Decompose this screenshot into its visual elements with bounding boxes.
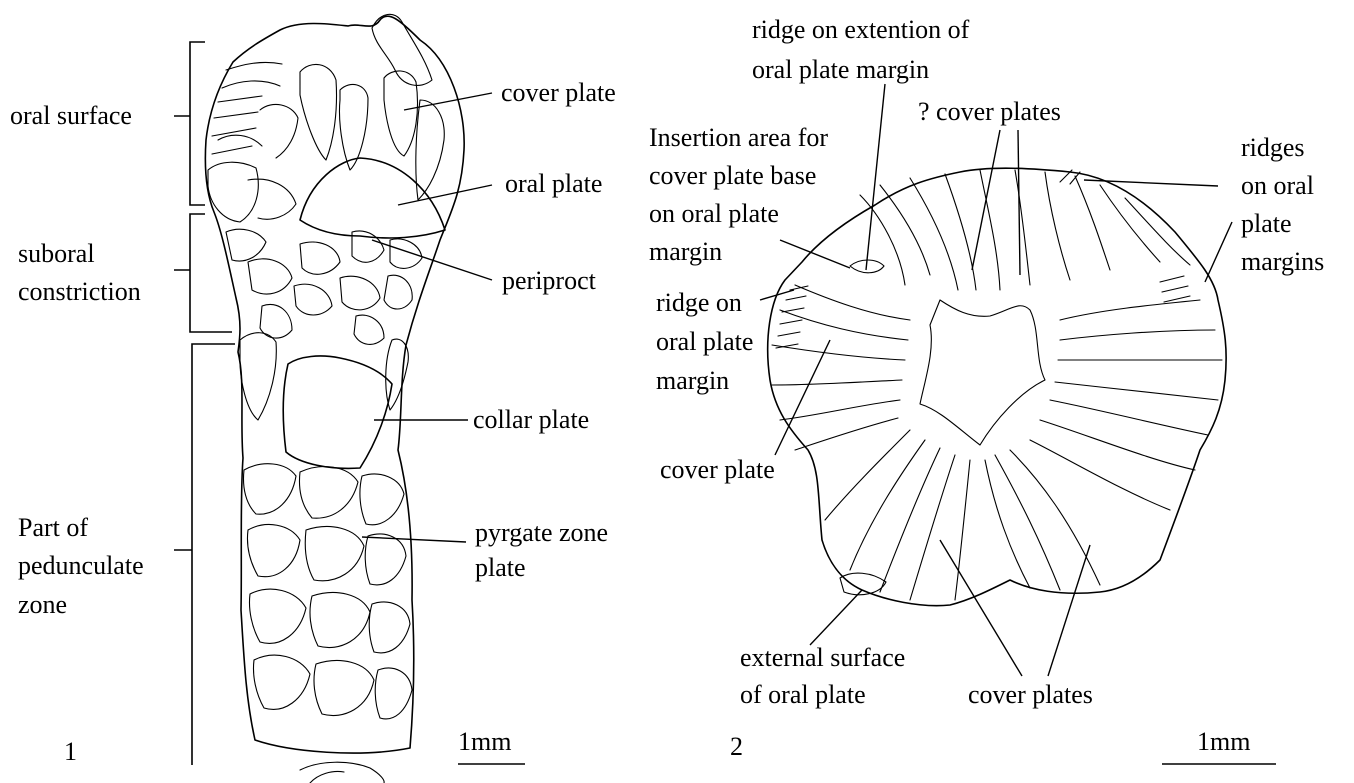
leader-insertion: [780, 240, 850, 268]
collar-plate-shape: [283, 356, 392, 468]
label-ridge-on-line2: oral plate: [656, 327, 753, 356]
label-collar-plate: collar plate: [473, 405, 589, 434]
label-ridges-line1: ridges: [1241, 133, 1305, 162]
label-suboral-line1: suboral: [18, 239, 95, 268]
label-oral-surface: oral surface: [10, 101, 132, 130]
stem-bottom-edge: [300, 762, 384, 783]
label-insertion-line2: cover plate base: [649, 161, 816, 190]
label-pedunculate-line1: Part of: [18, 513, 88, 542]
figure-1: oral surface suboral constriction Part o…: [10, 14, 616, 783]
figure-2: ridge on extention of oral plate margin …: [649, 15, 1324, 764]
label-suboral-line2: constriction: [18, 277, 141, 306]
leader-ridges-margins: [1084, 180, 1232, 282]
right-cover-plates: [1030, 300, 1222, 510]
label-insertion-line3: on oral plate: [649, 199, 779, 228]
label-insertion-line1: Insertion area for: [649, 123, 828, 152]
label-pedunculate-line3: zone: [18, 590, 67, 619]
leader-ridge-extension: [866, 84, 885, 270]
label-ridge-extension-line1: ridge on extention of: [752, 15, 970, 44]
ridge-hatching: [776, 170, 1190, 348]
leader-external-surface: [810, 590, 862, 645]
specimen-2-drawing: [768, 168, 1226, 605]
label-insertion-line4: margin: [649, 237, 722, 266]
figure-1-scale-label: 1mm: [458, 727, 511, 756]
label-external-line1: external surface: [740, 643, 905, 672]
zone-brackets: [174, 42, 235, 765]
specimen-1-drawing: [205, 14, 464, 783]
pedunculate-bracket: [174, 344, 235, 765]
label-pyrgate-line1: pyrgate zone: [475, 518, 608, 547]
label-cover-plate-2: cover plate: [660, 455, 775, 484]
specimen-2-outline: [768, 168, 1226, 605]
left-oral-plates: [208, 104, 298, 222]
label-pedunculate-line2: pedunculate: [18, 551, 144, 580]
pyrgate-plates: [244, 464, 413, 719]
leader-cover-plate-2: [775, 340, 830, 455]
leader-cover-plates-query-b: [1018, 130, 1020, 275]
label-ridges-line4: margins: [1241, 247, 1324, 276]
label-cover-plate-1: cover plate: [501, 78, 616, 107]
label-cover-plates: cover plates: [968, 680, 1093, 709]
label-ridges-line2: on oral: [1241, 171, 1314, 200]
leader-cover-plates-a: [940, 540, 1022, 676]
figure-1-number: 1: [64, 737, 77, 766]
cover-plates-fan: [212, 62, 444, 200]
leader-ridge-on: [760, 290, 794, 300]
leader-pyrgate: [362, 537, 466, 542]
label-ridge-extension-line2: oral plate margin: [752, 55, 929, 84]
oral-plate-shape: [300, 158, 445, 238]
label-periproct: periproct: [502, 266, 597, 295]
label-pyrgate-line2: plate: [475, 553, 526, 582]
figure-2-number: 2: [730, 732, 743, 761]
label-cover-plates-query: ? cover plates: [918, 97, 1061, 126]
figure-2-scale-label: 1mm: [1197, 727, 1250, 756]
oral-surface-bracket: [174, 42, 205, 205]
label-oral-plate: oral plate: [505, 169, 602, 198]
label-ridge-on-line1: ridge on: [656, 288, 742, 317]
suboral-bracket: [174, 214, 232, 332]
central-opening: [920, 300, 1045, 445]
label-external-line2: of oral plate: [740, 680, 866, 709]
leader-cover-plates-b: [1048, 545, 1090, 676]
upper-cover-plates: [860, 170, 1190, 290]
label-ridges-line3: plate: [1241, 209, 1292, 238]
label-ridge-on-line3: margin: [656, 366, 729, 395]
oral-top-plate: [372, 14, 432, 85]
external-surface-lobe: [840, 573, 886, 595]
leader-oral-plate: [398, 185, 492, 205]
